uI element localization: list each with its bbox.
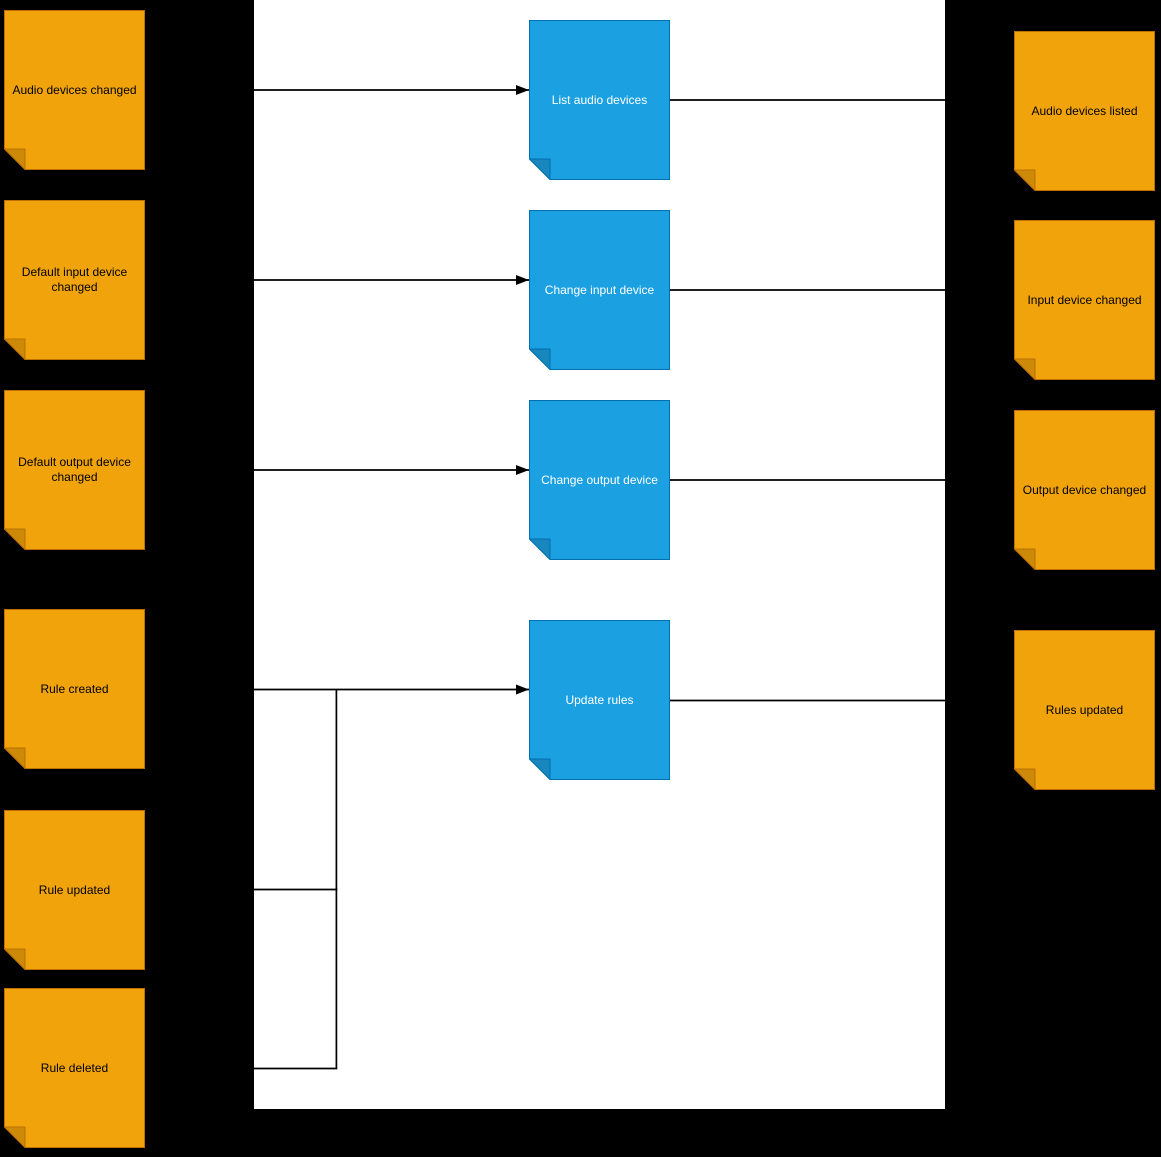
task-update-rules[interactable]: Update rules	[529, 620, 670, 780]
note-input-device-changed[interactable]: Input device changed	[1014, 220, 1155, 380]
folded-corner	[4, 948, 26, 970]
folded-corner	[1014, 169, 1036, 191]
note-label: Input device changed	[1027, 292, 1142, 307]
folded-corner	[1014, 548, 1036, 570]
task-change-output-device[interactable]: Change output device	[529, 400, 670, 560]
note-output-device-changed[interactable]: Output device changed	[1014, 410, 1155, 570]
note-default-input-device-changed[interactable]: Default input device changed	[4, 200, 145, 360]
task-list-audio-devices[interactable]: List audio devices	[529, 20, 670, 180]
note-shape	[1014, 220, 1155, 380]
note-audio-devices-changed[interactable]: Audio devices changed	[4, 10, 145, 170]
folded-corner	[1014, 768, 1036, 790]
note-label: Change input device	[544, 282, 655, 297]
folded-corner	[529, 348, 551, 370]
folded-corner	[529, 158, 551, 180]
folded-corner	[529, 538, 551, 560]
folded-corner	[4, 528, 26, 550]
note-shape	[529, 620, 670, 780]
folded-corner	[1014, 358, 1036, 380]
folded-corner	[4, 1126, 26, 1148]
note-shape	[529, 400, 670, 560]
note-shape	[4, 609, 145, 769]
note-audio-devices-listed[interactable]: Audio devices listed	[1014, 31, 1155, 191]
note-label: Output device changed	[1022, 482, 1147, 497]
note-label: Rule deleted	[40, 1060, 109, 1075]
note-default-output-device-changed[interactable]: Default output device changed	[4, 390, 145, 550]
note-rule-deleted[interactable]: Rule deleted	[4, 988, 145, 1148]
folded-corner	[529, 758, 551, 780]
note-shape	[529, 210, 670, 370]
note-rule-created[interactable]: Rule created	[4, 609, 145, 769]
note-shape	[4, 988, 145, 1148]
note-shape	[4, 10, 145, 170]
note-shape	[4, 810, 145, 970]
note-label: Audio devices listed	[1031, 103, 1138, 118]
folded-corner	[4, 148, 26, 170]
note-label: Rules updated	[1045, 702, 1124, 717]
note-rule-updated[interactable]: Rule updated	[4, 810, 145, 970]
note-label: Rule created	[40, 681, 109, 696]
note-shape	[1014, 31, 1155, 191]
folded-corner	[4, 747, 26, 769]
note-shape	[1014, 410, 1155, 570]
task-change-input-device[interactable]: Change input device	[529, 210, 670, 370]
note-label: Default output device changed	[18, 455, 131, 484]
note-shape	[1014, 630, 1155, 790]
folded-corner	[4, 338, 26, 360]
note-label: Update rules	[565, 692, 634, 707]
note-label: Default input device changed	[21, 265, 128, 294]
note-rules-updated[interactable]: Rules updated	[1014, 630, 1155, 790]
note-shape	[4, 200, 145, 360]
note-label: Change output device	[541, 472, 658, 487]
note-label: List audio devices	[551, 92, 648, 107]
note-shape	[4, 390, 145, 550]
note-label: Audio devices changed	[12, 82, 137, 97]
note-shape	[529, 20, 670, 180]
note-label: Rule updated	[38, 882, 111, 897]
